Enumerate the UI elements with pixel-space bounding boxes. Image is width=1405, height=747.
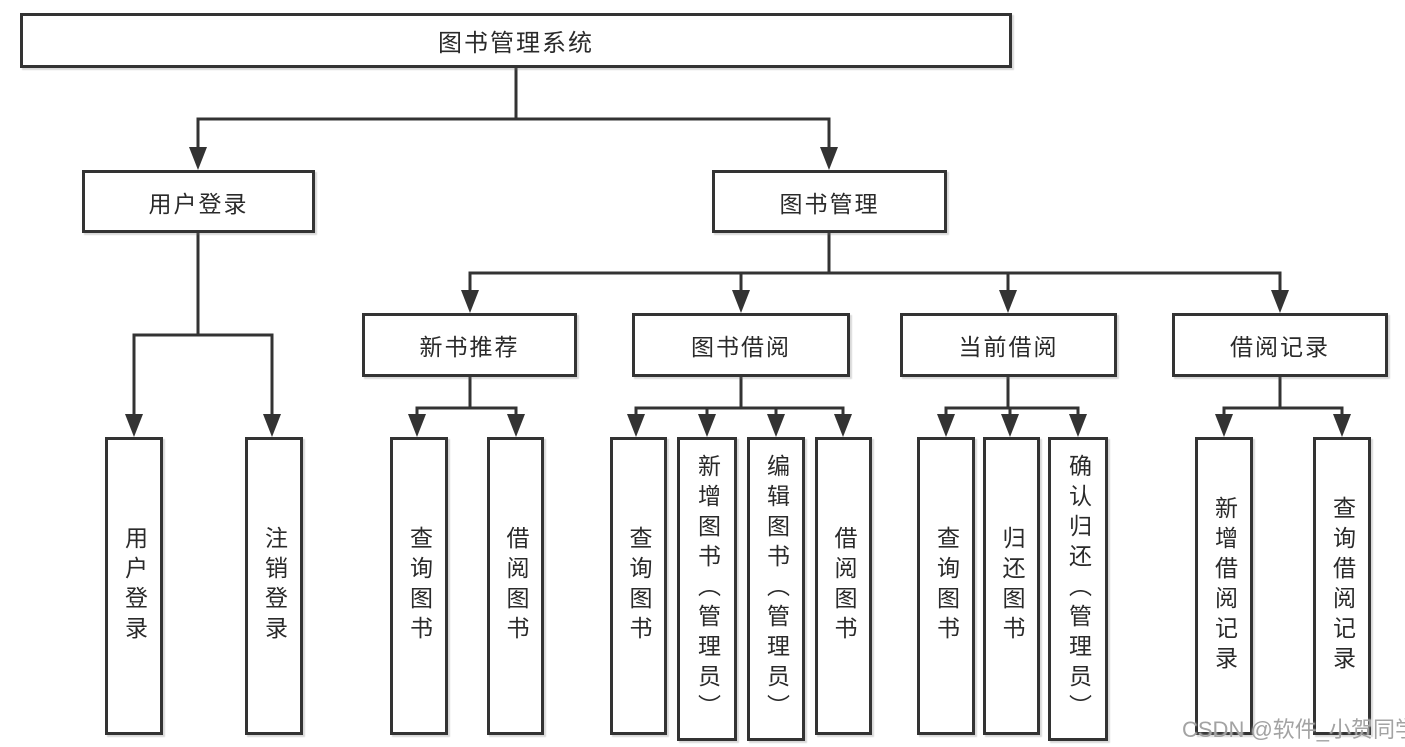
node-label: 用户登录: [148, 190, 249, 217]
arrowhead-icon: [263, 414, 281, 437]
node-label: 查询图书: [626, 526, 652, 646]
node-label: 注销登录: [261, 526, 288, 646]
arrowhead-icon: [1271, 290, 1289, 313]
arrowhead-icon: [767, 414, 785, 437]
arrowhead-icon: [820, 147, 838, 170]
connector-newbookrec-to-children: [415, 377, 518, 433]
connector-bookmgmt-to-level3: [468, 233, 1282, 309]
connector-borrowrecords-to-children: [1222, 377, 1344, 433]
node-book-borrowing: 图书借阅: [632, 313, 850, 377]
node-book-management: 图书管理: [712, 170, 947, 233]
node-label: 借阅图书: [503, 526, 529, 646]
watermark: CSDN @软件_小贺同学: [1182, 717, 1405, 742]
node-label: 图书管理系统: [438, 30, 594, 57]
node-logout: 注销登录: [245, 437, 303, 735]
node-label: 新增借阅记录: [1211, 496, 1238, 676]
arrowhead-icon: [189, 147, 207, 170]
node-label: 确认归还（管理员）: [1065, 454, 1092, 724]
node-query-books-3: 查询图书: [917, 437, 975, 735]
node-add-borrow-record: 新增借阅记录: [1195, 437, 1253, 735]
arrowhead-icon: [627, 414, 645, 437]
node-label: 图书管理: [779, 190, 880, 217]
connector-currentborrow-to-children: [944, 377, 1080, 433]
node-return-books: 归还图书: [983, 437, 1040, 735]
arrowhead-icon: [461, 290, 479, 313]
arrowhead-icon: [937, 414, 955, 437]
node-confirm-return-admin: 确认归还（管理员）: [1048, 437, 1108, 741]
node-query-books-1: 查询图书: [390, 437, 448, 735]
node-label: 当前借阅: [958, 334, 1059, 360]
node-user-login: 用户登录: [82, 170, 315, 233]
arrowhead-icon: [507, 414, 525, 437]
arrowhead-icon: [125, 414, 143, 437]
arrowhead-icon: [732, 290, 750, 313]
arrowhead-icon: [1333, 414, 1351, 437]
connector-root-to-level2: [196, 68, 831, 166]
arrowhead-icon: [1001, 414, 1019, 437]
arrowhead-icon: [698, 414, 716, 437]
node-current-borrowing: 当前借阅: [900, 313, 1117, 377]
node-library-management-system: 图书管理系统: [20, 13, 1012, 68]
node-user-login-leaf: 用户登录: [105, 437, 163, 735]
node-borrowing-records: 借阅记录: [1172, 313, 1388, 377]
arrowhead-icon: [1215, 414, 1233, 437]
arrowhead-icon: [834, 414, 852, 437]
arrowhead-icon: [999, 290, 1017, 313]
node-label: 借阅记录: [1230, 334, 1330, 360]
node-query-books-2: 查询图书: [610, 437, 667, 735]
node-label: 编辑图书（管理员）: [763, 454, 790, 724]
arrowhead-icon: [408, 414, 426, 437]
arrowhead-icon: [1069, 414, 1087, 437]
node-label: 归还图书: [999, 526, 1025, 646]
node-label: 用户登录: [121, 526, 148, 646]
node-label: 查询借阅记录: [1329, 496, 1356, 676]
connector-bookborrow-to-children: [634, 377, 845, 433]
node-label: 新增图书（管理员）: [694, 454, 721, 724]
node-add-books-admin: 新增图书（管理员）: [677, 437, 737, 741]
node-query-borrow-record: 查询借阅记录: [1313, 437, 1371, 735]
node-borrow-books-2: 借阅图书: [815, 437, 872, 735]
connector-userlogin-to-children: [132, 233, 274, 433]
node-label: 查询图书: [933, 526, 960, 646]
node-label: 借阅图书: [831, 526, 857, 646]
node-label: 查询图书: [406, 526, 433, 646]
node-label: 图书借阅: [691, 334, 791, 360]
node-borrow-books-1: 借阅图书: [487, 437, 544, 735]
node-edit-books-admin: 编辑图书（管理员）: [747, 437, 805, 741]
node-label: 新书推荐: [419, 334, 520, 360]
node-new-book-recommendation: 新书推荐: [362, 313, 577, 377]
